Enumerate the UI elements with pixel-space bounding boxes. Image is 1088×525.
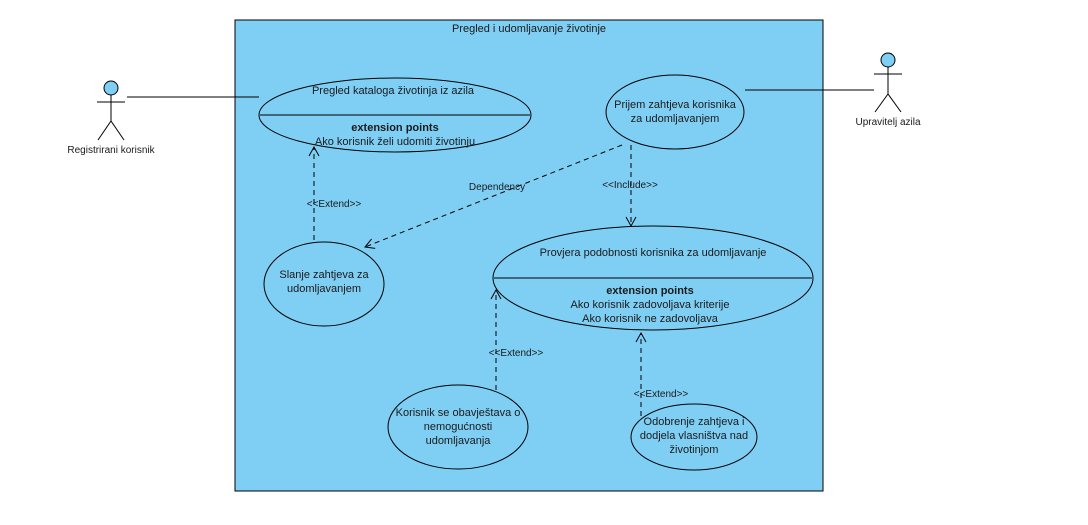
actor-name: Registrirani korisnik bbox=[67, 145, 155, 156]
use-case-receive-request[interactable]: Prijem zahtjeva korisnika za udomljavanj… bbox=[605, 74, 745, 150]
use-case-name-line: udomljavanjem bbox=[287, 283, 361, 295]
actor-left-leg bbox=[97, 120, 112, 141]
actor-right-leg bbox=[110, 120, 125, 141]
actor-shelter-manager[interactable]: Upravitelj azila bbox=[855, 52, 921, 128]
use-case-catalog[interactable]: Pregled kataloga životinja iz azila exte… bbox=[258, 77, 532, 153]
extension-point: Ako korisnik zadovoljava kriterije bbox=[571, 299, 730, 311]
actor-head bbox=[880, 52, 896, 68]
use-case-name-line: dodjela vlasništva nad bbox=[640, 430, 748, 442]
use-case-name-line: životinjom bbox=[670, 444, 719, 456]
actor-right-leg bbox=[887, 93, 902, 113]
dependency-label: Dependency bbox=[469, 182, 525, 193]
use-case-notify[interactable]: Korisnik se obavještava o nemogućnosti u… bbox=[387, 384, 529, 470]
use-case-eligibility[interactable]: Provjera podobnosti korisnika za udomlja… bbox=[492, 225, 814, 331]
use-case-name-line: Korisnik se obavještava o bbox=[396, 407, 521, 419]
include-relation[interactable]: <<Include>> bbox=[602, 145, 658, 228]
extend-label: <<Extend>> bbox=[634, 389, 689, 400]
extension-points-title: extension points bbox=[606, 285, 693, 297]
use-case-name-line: za udomljavanjem bbox=[631, 113, 720, 125]
use-case-name-line: Slanje zahtjeva za bbox=[279, 269, 369, 281]
use-case-approve[interactable]: Odobrenje zahtjeva i dodjela vlasništva … bbox=[630, 403, 758, 471]
actor-name: Upravitelj azila bbox=[855, 117, 920, 128]
actor-left-leg bbox=[874, 93, 889, 113]
use-case-name: Provjera podobnosti korisnika za udomlja… bbox=[540, 247, 767, 259]
extend-relation-notify[interactable]: <<Extend>> bbox=[489, 288, 544, 390]
actor-registered-user[interactable]: Registrirani korisnik bbox=[67, 80, 156, 156]
extend-label: <<Extend>> bbox=[307, 199, 362, 210]
extension-point: Ako korisnik želi udomiti životinju bbox=[315, 136, 475, 148]
extend-relation-send-request[interactable]: <<Extend>> bbox=[307, 145, 362, 240]
extension-points-title: extension points bbox=[351, 122, 438, 134]
use-case-name-line: nemogućnosti bbox=[424, 421, 493, 433]
system-title: Pregled i udomljavanje životinje bbox=[452, 23, 606, 35]
use-case-name-line: udomljavanja bbox=[426, 435, 492, 447]
use-case-name-line: Odobrenje zahtjeva i bbox=[644, 416, 745, 428]
extend-label: <<Extend>> bbox=[489, 348, 544, 359]
use-case-name-line: Prijem zahtjeva korisnika bbox=[614, 99, 737, 111]
include-label: <<Include>> bbox=[602, 180, 658, 191]
use-case-name: Pregled kataloga životinja iz azila bbox=[312, 85, 475, 97]
use-case-send-request[interactable]: Slanje zahtjeva za udomljavanjem bbox=[263, 241, 385, 327]
actor-head bbox=[103, 80, 119, 96]
extension-point: Ako korisnik ne zadovoljava bbox=[582, 313, 719, 325]
dependency-relation[interactable]: Dependency bbox=[364, 144, 623, 249]
extend-relation-approve[interactable]: <<Extend>> bbox=[634, 331, 689, 416]
